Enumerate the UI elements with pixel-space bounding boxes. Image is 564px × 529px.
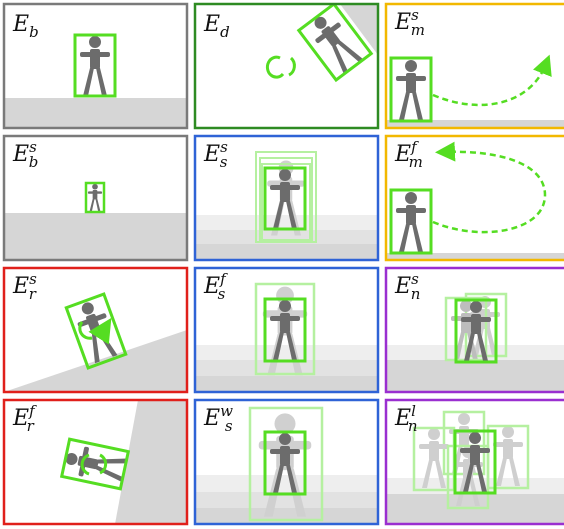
panel-border bbox=[2, 398, 189, 526]
bounding-box bbox=[389, 56, 433, 123]
rotation-arrow bbox=[80, 453, 90, 476]
ground bbox=[195, 508, 378, 524]
panel-label: Ed bbox=[203, 12, 230, 41]
ghost-box bbox=[248, 406, 324, 522]
bounding-box bbox=[454, 298, 498, 364]
panel-border bbox=[193, 134, 380, 262]
ground bbox=[386, 253, 564, 260]
slope bbox=[340, 4, 378, 55]
person-figure bbox=[80, 36, 110, 96]
bounding-box bbox=[263, 297, 307, 363]
panel-border bbox=[2, 266, 189, 394]
panel-eb: Eb bbox=[2, 2, 189, 130]
ground bbox=[386, 360, 564, 392]
bounding-box bbox=[84, 181, 106, 214]
bounding-box bbox=[59, 437, 131, 491]
rotation-arrow bbox=[265, 55, 285, 79]
ground bbox=[4, 98, 187, 128]
bounding-box bbox=[73, 33, 117, 98]
panel-border bbox=[193, 266, 380, 394]
person-figure bbox=[87, 183, 103, 213]
ground bbox=[4, 213, 187, 260]
ground bbox=[195, 376, 378, 392]
ghost-box bbox=[446, 444, 490, 510]
ground bbox=[195, 244, 378, 260]
panel-border bbox=[384, 266, 564, 394]
panel-border bbox=[2, 134, 189, 262]
person-figure bbox=[396, 60, 426, 120]
motion-arrow bbox=[432, 54, 552, 107]
panel-border bbox=[193, 2, 380, 130]
bounding-box bbox=[64, 292, 128, 370]
motion-arrow bbox=[432, 141, 547, 234]
bounding-box bbox=[263, 430, 307, 496]
slope bbox=[115, 400, 187, 524]
bounding-box bbox=[296, 4, 374, 83]
panel-border bbox=[193, 398, 380, 526]
ghost-figure bbox=[493, 426, 523, 486]
bounding-box bbox=[453, 429, 497, 495]
ghost-box bbox=[255, 151, 317, 243]
panel-border bbox=[384, 2, 564, 130]
ghost-box bbox=[261, 163, 311, 241]
person-figure bbox=[396, 192, 426, 252]
bounding-box bbox=[263, 166, 307, 231]
panel-border bbox=[384, 134, 564, 262]
panel-border bbox=[2, 2, 189, 130]
ghost-box bbox=[254, 282, 316, 376]
ground bbox=[386, 120, 564, 128]
panel-border bbox=[384, 398, 564, 526]
panel-label: Eb bbox=[12, 12, 39, 41]
bounding-box bbox=[389, 188, 433, 255]
panel-ed: Ed bbox=[193, 2, 380, 130]
